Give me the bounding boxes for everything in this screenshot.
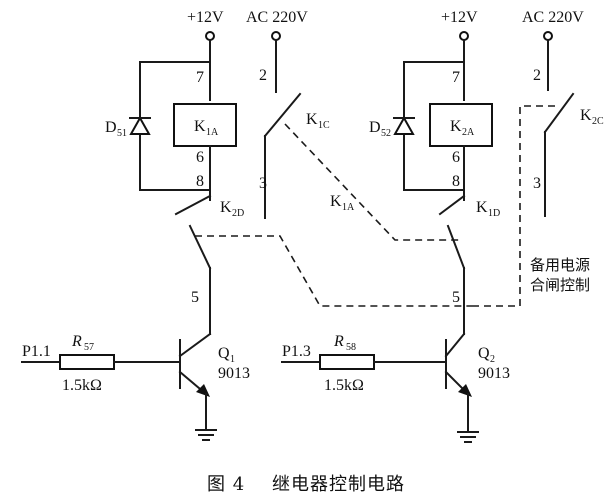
relay1-diode-label: D: [105, 119, 117, 136]
relay2-ac-label: AC 220V: [522, 9, 584, 26]
relay2-coil: [429, 103, 493, 147]
relay2-pin-8: 8: [452, 173, 460, 190]
q2-sublabel: 2: [490, 354, 495, 365]
relay1-circuit: +12V D 51 K 1A 7 6 8 K 2D 5 AC 220V 2 3 …: [21, 9, 330, 441]
relay2-contact-c-blade: [543, 92, 575, 134]
relay1-pin-8: 8: [196, 173, 204, 190]
relay1-coil-label: K: [194, 118, 206, 135]
relay1-ac-terminal: [271, 31, 281, 41]
r57-sublabel: 57: [84, 342, 94, 353]
q2-collector: [444, 332, 466, 358]
relay2-contact-d-arm: [446, 224, 466, 270]
relay2-diode-label: D: [369, 119, 381, 136]
figure-caption: 图 4 继电器控制电路: [207, 474, 405, 495]
q1-type: 9013: [218, 365, 250, 382]
relay2-pin-5: 5: [452, 289, 460, 306]
k1a-linkage: [284, 123, 460, 241]
relay1-coil: [173, 103, 237, 147]
relay2-ac-terminal: [543, 31, 553, 41]
p13-label: P1.3: [282, 343, 311, 360]
relay1-contact-c-label: K: [306, 111, 318, 128]
relay1-contact-d-sublabel: 2D: [232, 208, 244, 219]
relay1-contact-d-arm: [188, 224, 212, 270]
relay1-contact-d-blade: [174, 194, 212, 216]
r58-label: R: [333, 333, 344, 350]
relay2-coil-label: K: [450, 118, 462, 135]
link-sublabel: 1A: [342, 202, 355, 213]
relay1-supply-terminal: [205, 31, 215, 41]
relay2-pin-7: 7: [452, 69, 460, 86]
relay2-contact-d-label: K: [476, 199, 488, 216]
link-label: K: [330, 193, 342, 210]
q1-label: Q: [218, 345, 230, 362]
r57-resistor: [59, 354, 115, 370]
r57-label: R: [71, 333, 82, 350]
r58-sublabel: 58: [346, 342, 356, 353]
relay2-supply-label: +12V: [441, 9, 478, 26]
q1-emitter-arrow: [196, 384, 210, 397]
relay2-pin-3: 3: [533, 175, 541, 192]
relay2-circuit: +12V D 52 K 2A 7 6 8 K 1D 5 AC 220V 2 3 …: [281, 9, 604, 443]
r58-value: 1.5kΩ: [324, 377, 364, 394]
mechanical-linkages: K 1A: [195, 105, 560, 307]
relay1-ac-label: AC 220V: [246, 9, 308, 26]
relay1-pin-7: 7: [196, 69, 204, 86]
relay2-pin-6: 6: [452, 149, 460, 166]
relay1-diode-symbol: [129, 115, 151, 135]
q2-type: 9013: [478, 365, 510, 382]
p11-label: P1.1: [22, 343, 51, 360]
backup-label-line1: 备用电源: [530, 256, 590, 274]
relay2-contact-c-label: K: [580, 107, 592, 124]
relay1-pin-3: 3: [259, 175, 267, 192]
relay2-supply-terminal: [459, 31, 469, 41]
k2c-linkage: [472, 105, 560, 307]
relay2-diode-sublabel: 52: [381, 128, 391, 139]
relay1-diode-sublabel: 51: [117, 128, 127, 139]
relay2-pin-2: 2: [533, 67, 541, 84]
relay2-contact-d-sublabel: 1D: [488, 208, 500, 219]
r58-resistor: [319, 354, 375, 370]
backup-label-line2: 合闸控制: [530, 276, 590, 294]
relay1-pin-2: 2: [259, 67, 267, 84]
relay2-diode-symbol: [393, 115, 415, 135]
relay2-contact-d-blade: [438, 194, 466, 216]
relay1-pin-6: 6: [196, 149, 204, 166]
q2-label: Q: [478, 345, 490, 362]
q1-sublabel: 1: [230, 354, 235, 365]
relay1-contact-c-sublabel: 1C: [318, 120, 330, 131]
k2-linkage-lower: [195, 235, 472, 307]
q1-collector: [178, 332, 212, 358]
relay2-coil-sublabel: 2A: [462, 127, 475, 138]
r57-value: 1.5kΩ: [62, 377, 102, 394]
relay2-contact-c-sublabel: 2C: [592, 116, 604, 127]
relay1-supply-label: +12V: [187, 9, 224, 26]
relay1-coil-sublabel: 1A: [206, 127, 219, 138]
relay1-contact-d-label: K: [220, 199, 232, 216]
relay1-pin-5: 5: [191, 289, 199, 306]
relay1-contact-c-blade: [263, 92, 302, 138]
